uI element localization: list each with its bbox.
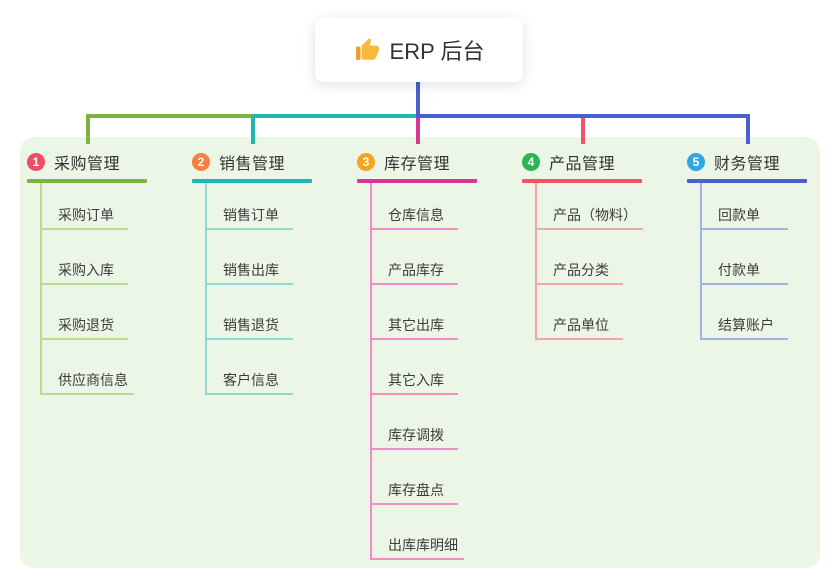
connector-drop-purchase	[86, 114, 90, 144]
branch-item: 销售订单	[205, 204, 293, 230]
branch-finance: 5 财务管理 回款单 付款单 结算账户	[687, 0, 839, 588]
branch-item: 产品库存	[370, 259, 458, 285]
branch-item: 产品单位	[535, 314, 623, 340]
branch-item: 结算账户	[700, 314, 788, 340]
branch-item: 库存盘点	[370, 479, 458, 505]
branch-item: 销售出库	[205, 259, 293, 285]
thumbs-up-icon	[354, 37, 380, 63]
branch-number-badge: 5	[687, 153, 705, 171]
branch-product: 4 产品管理 产品（物料） 产品分类 产品单位	[522, 0, 687, 588]
branch-item: 产品分类	[535, 259, 623, 285]
connector-bar-blue	[416, 114, 750, 118]
branch-item: 其它出库	[370, 314, 458, 340]
connector-bar-green	[86, 114, 253, 118]
branch-item-connector	[205, 183, 207, 395]
branch-underline	[522, 179, 642, 183]
branch-item-connector	[40, 183, 42, 395]
root-connector-line	[416, 80, 420, 116]
branch-item: 回款单	[700, 204, 788, 230]
branch-item: 付款单	[700, 259, 788, 285]
branch-item: 客户信息	[205, 369, 293, 395]
branch-underline	[27, 179, 147, 183]
branch-underline	[357, 179, 477, 183]
root-title: ERP 后台	[389, 39, 485, 64]
branch-title: 采购管理	[54, 156, 121, 173]
branch-header: 3 库存管理	[357, 150, 450, 174]
branch-item-connector	[370, 183, 372, 560]
branch-underline	[192, 179, 312, 183]
branch-item: 销售退货	[205, 314, 293, 340]
branch-header: 1 采购管理	[27, 150, 120, 174]
branch-item-connector	[700, 183, 702, 340]
branch-item: 采购退货	[40, 314, 128, 340]
branch-item: 采购入库	[40, 259, 128, 285]
branch-purchase: 1 采购管理 采购订单 采购入库 采购退货 供应商信息	[27, 0, 192, 588]
branches-panel	[20, 137, 820, 568]
root-node: ERP 后台	[315, 18, 523, 82]
connector-drop-finance	[746, 114, 750, 144]
connector-bar-teal	[251, 114, 418, 118]
branch-number-badge: 1	[27, 153, 45, 171]
branch-title: 销售管理	[219, 156, 286, 173]
branch-title: 产品管理	[549, 156, 616, 173]
branch-number-badge: 3	[357, 153, 375, 171]
branch-inventory: 3 库存管理 仓库信息 产品库存 其它出库 其它入库 库存调拨 库存盘点 出库库…	[357, 0, 522, 588]
branch-item-connector	[535, 183, 537, 340]
branch-item: 采购订单	[40, 204, 128, 230]
branch-item: 供应商信息	[40, 369, 134, 395]
branch-item: 产品（物料）	[535, 204, 643, 230]
branch-item: 仓库信息	[370, 204, 458, 230]
connector-drop-sales	[251, 114, 255, 144]
branch-number-badge: 2	[192, 153, 210, 171]
branch-item: 其它入库	[370, 369, 458, 395]
branch-header: 4 产品管理	[522, 150, 615, 174]
branch-item: 库存调拨	[370, 424, 458, 450]
branch-underline	[687, 179, 807, 183]
branch-item: 出库库明细	[370, 534, 464, 560]
branch-sales: 2 销售管理 销售订单 销售出库 销售退货 客户信息	[192, 0, 357, 588]
connector-drop-inventory	[416, 118, 420, 144]
branch-title: 财务管理	[714, 156, 781, 173]
branch-title: 库存管理	[384, 156, 451, 173]
branch-header: 2 销售管理	[192, 150, 285, 174]
branch-header: 5 财务管理	[687, 150, 780, 174]
branch-number-badge: 4	[522, 153, 540, 171]
connector-drop-product	[581, 118, 585, 144]
